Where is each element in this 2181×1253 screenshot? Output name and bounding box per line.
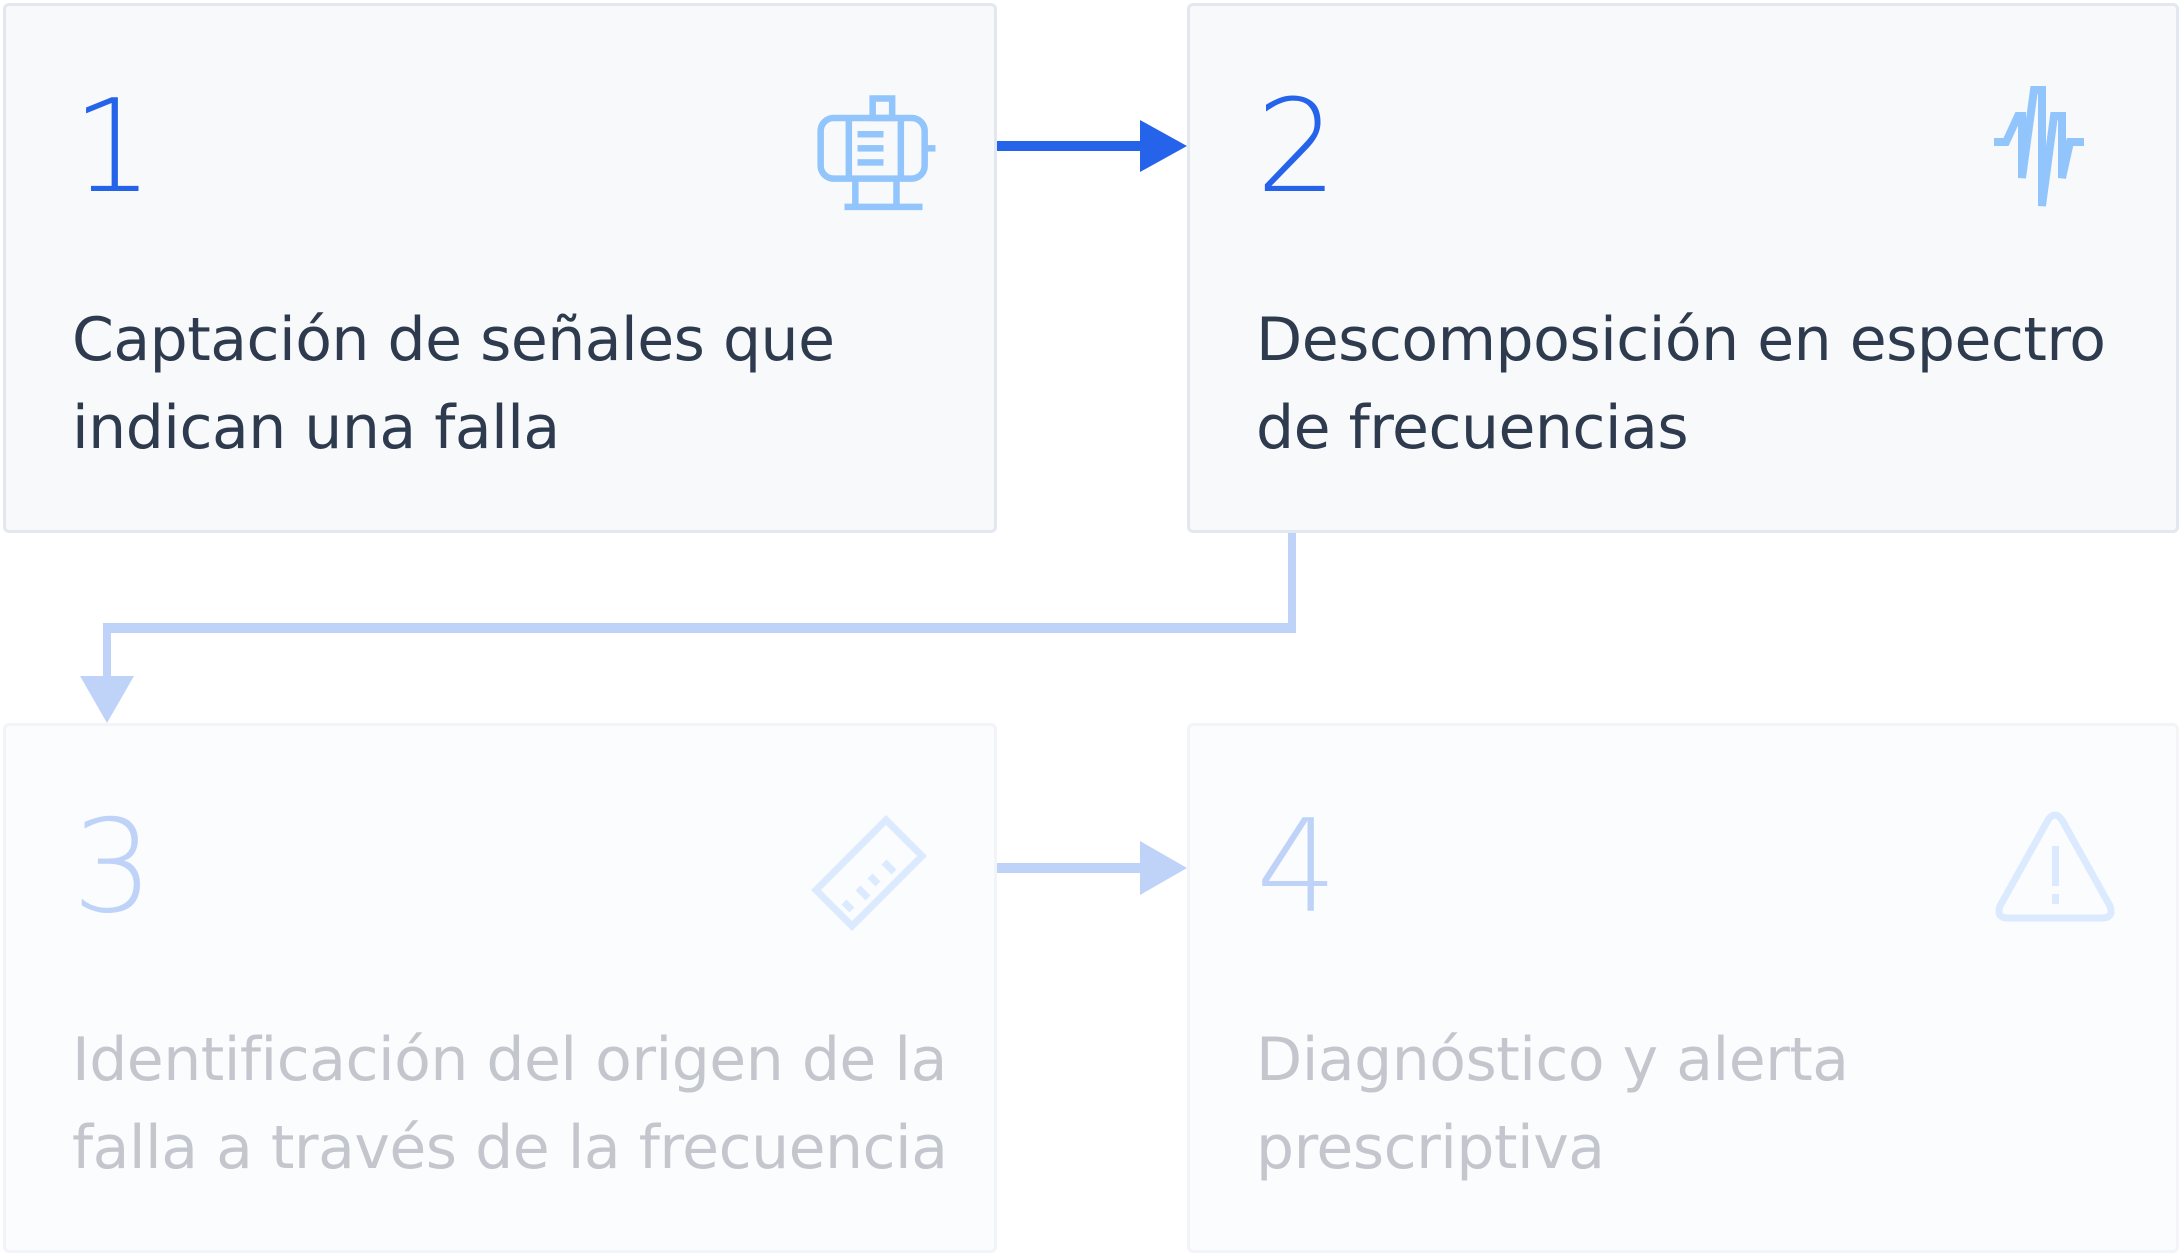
step-card-2: 2 Descomposición en espectro de frecuenc… <box>1187 3 2179 533</box>
step-card-4: 4 Diagnóstico y alerta prescriptiva <box>1187 723 2179 1253</box>
step-label: Descomposición en espectro de frecuencia… <box>1256 305 2106 463</box>
ruler-icon <box>811 815 927 931</box>
step-label: Identificación del origen de la falla a … <box>72 1025 948 1183</box>
waveform-icon <box>1994 86 2084 207</box>
step-number: 4 <box>1256 793 1338 942</box>
arrow-3-to-4 <box>996 841 1187 895</box>
step-number: 2 <box>1256 73 1338 222</box>
motor-icon <box>817 95 936 211</box>
step-number: 1 <box>72 73 154 222</box>
step-label: Diagnóstico y alerta prescriptiva <box>1256 1025 1849 1183</box>
step-card-1: 1 Captación de señales que indican una f… <box>3 3 997 533</box>
step-number: 3 <box>72 793 154 942</box>
step-card-3: 3 Identificación del origen de la falla … <box>3 723 997 1253</box>
warning-icon <box>1995 811 2115 922</box>
arrow-1-to-2 <box>996 120 1187 172</box>
arrow-2-to-3 <box>80 531 1296 723</box>
step-label: Captación de señales que indican una fal… <box>72 305 835 463</box>
